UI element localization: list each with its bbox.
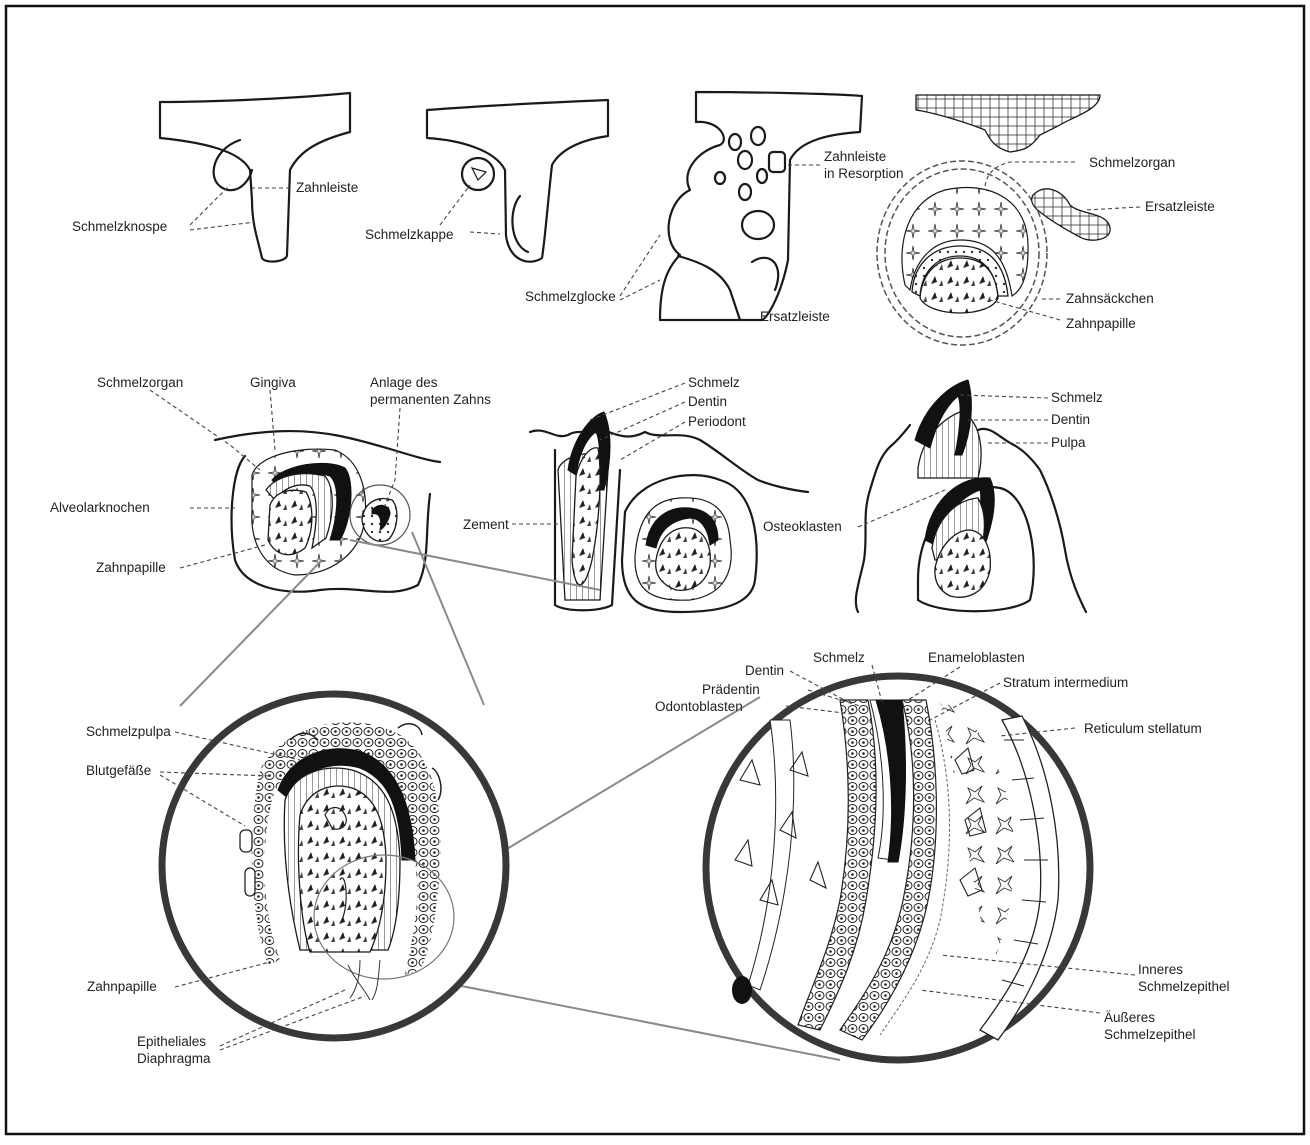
label-enameloblasten: Enameloblasten bbox=[928, 650, 1025, 665]
detail-circle-cells bbox=[706, 676, 1090, 1060]
label-dentin-a: Dentin bbox=[688, 394, 727, 409]
label-schmelzkappe: Schmelzkappe bbox=[365, 227, 454, 242]
label-anlage-1: Anlage des bbox=[370, 375, 438, 390]
label-epitheliales-2: Diaphragma bbox=[137, 1051, 211, 1066]
label-zahnpapille-b: Zahnpapille bbox=[96, 560, 166, 575]
label-zahnsaeckchen: Zahnsäckchen bbox=[1066, 291, 1154, 306]
label-ersatzleiste-a: Ersatzleiste bbox=[760, 309, 830, 324]
label-zahnpapille-a: Zahnpapille bbox=[1066, 316, 1136, 331]
label-schmelzorgan-b: Schmelzorgan bbox=[97, 375, 183, 390]
label-anlage-2: permanenten Zahns bbox=[370, 392, 491, 407]
label-blutgefaesse: Blutgefäße bbox=[86, 763, 151, 778]
label-aeusseres-1: Äußeres bbox=[1104, 1010, 1155, 1025]
label-epitheliales-1: Epitheliales bbox=[137, 1034, 206, 1049]
label-dentin-c: Dentin bbox=[745, 663, 784, 678]
label-schmelzpulpa: Schmelzpulpa bbox=[86, 724, 171, 739]
label-gingiva: Gingiva bbox=[250, 375, 296, 390]
label-praedentin: Prädentin bbox=[702, 682, 760, 697]
label-dentin-b: Dentin bbox=[1051, 412, 1090, 427]
label-ersatzleiste-b: Ersatzleiste bbox=[1145, 199, 1215, 214]
label-inneres-1: Inneres bbox=[1138, 962, 1183, 977]
label-zement: Zement bbox=[463, 517, 509, 532]
stage-bell bbox=[660, 92, 862, 320]
label-reticulum: Reticulum stellatum bbox=[1084, 721, 1202, 736]
label-odontoblasten: Odontoblasten bbox=[655, 699, 743, 714]
detail-circle-germ bbox=[162, 694, 506, 1038]
label-schmelzorgan-a: Schmelzorgan bbox=[1089, 155, 1175, 170]
label-zahnleiste-resorption-1: Zahnleiste bbox=[824, 149, 886, 164]
label-periodont: Periodont bbox=[688, 414, 746, 429]
label-osteoklasten: Osteoklasten bbox=[763, 519, 842, 534]
stage-crown bbox=[215, 431, 440, 592]
stage-erupted bbox=[530, 412, 808, 612]
label-schmelz-a: Schmelz bbox=[688, 375, 740, 390]
label-schmelz-b: Schmelz bbox=[1051, 390, 1103, 405]
label-schmelzknospe: Schmelzknospe bbox=[72, 219, 167, 234]
label-alveolarknochen: Alveolarknochen bbox=[50, 500, 150, 515]
stage-late-bell bbox=[877, 95, 1110, 345]
label-schmelz-c: Schmelz bbox=[813, 650, 865, 665]
label-zahnleiste: Zahnleiste bbox=[296, 180, 358, 195]
label-aeusseres-2: Schmelzepithel bbox=[1104, 1027, 1196, 1042]
label-zahnpapille-c: Zahnpapille bbox=[87, 979, 157, 994]
stage-bud bbox=[160, 93, 350, 262]
stage-cap bbox=[427, 100, 608, 262]
label-schmelzglocke: Schmelzglocke bbox=[525, 289, 616, 304]
label-zahnleiste-resorption-2: in Resorption bbox=[824, 166, 904, 181]
label-stratum: Stratum intermedium bbox=[1003, 675, 1128, 690]
label-inneres-2: Schmelzepithel bbox=[1138, 979, 1230, 994]
label-pulpa: Pulpa bbox=[1051, 435, 1086, 450]
